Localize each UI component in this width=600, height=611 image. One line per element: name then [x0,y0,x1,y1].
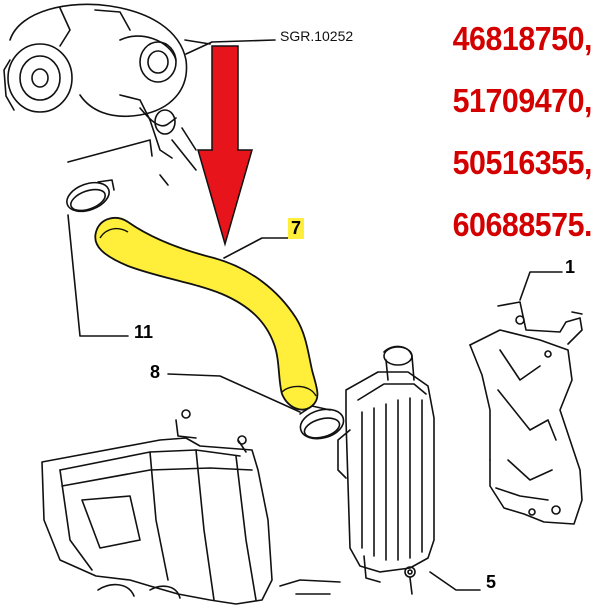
leader-bracket [67,139,153,163]
intercooler-5-drawing [337,345,435,595]
leader-1 [519,271,563,301]
turbocharger-drawing [3,3,211,171]
down-arrow-icon [197,45,253,247]
ref-leader [185,39,276,55]
part-number-1: 46818750, [452,20,593,57]
part-number-3: 50516355, [452,144,593,181]
leader-7 [223,237,291,259]
clamp-8-drawing [299,405,345,440]
leader-5 [429,571,481,591]
callout-8: 8 [150,362,161,382]
callout-1: 1 [565,257,576,277]
clamp-11-drawing [66,179,115,213]
reference-code: SGR.10252 [280,28,354,44]
part-number-4: 60688575. [452,206,593,243]
callout-11: 11 [134,322,154,342]
air-box-drawing [41,409,341,605]
part-number-list: 46818750, 51709470, 50516355, 60688575. [392,8,593,256]
leader-11 [67,214,129,337]
hose-7-highlight [94,217,319,411]
leader-8 [167,373,301,413]
bracket-1-drawing [469,301,583,525]
callout-7: 7 [288,218,305,239]
callout-5: 5 [486,572,497,592]
part-number-2: 51709470, [452,82,593,119]
